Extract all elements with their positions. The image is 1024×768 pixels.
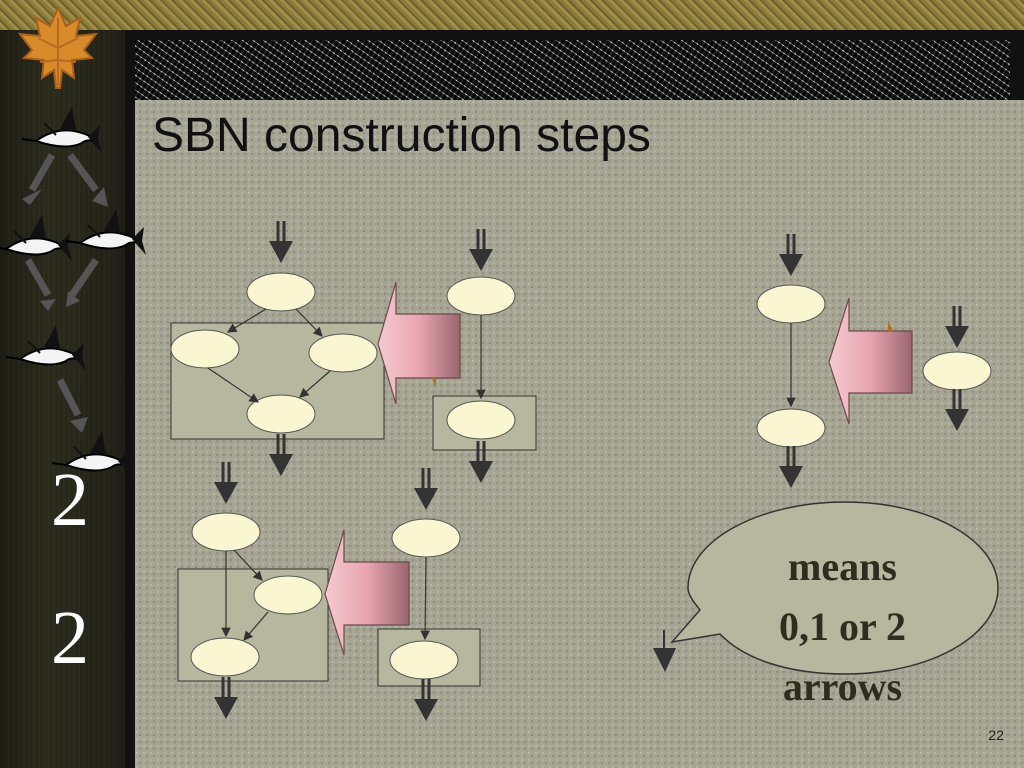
output-double-arrow (267, 432, 295, 478)
bottom-left-group (177, 460, 329, 721)
note-line: arrows (782, 664, 903, 709)
output-double-arrow (212, 675, 240, 721)
page-title: SBN construction steps (152, 109, 651, 162)
node (446, 400, 516, 440)
speech-bubble-text: means 0,1 or 2 arrows (745, 537, 940, 717)
node (756, 408, 826, 448)
merge-arrow-top (377, 281, 461, 405)
top-left-group (170, 219, 385, 478)
edge (243, 611, 269, 641)
node (191, 512, 261, 552)
node (253, 575, 323, 615)
node (170, 329, 240, 369)
output-double-arrow (777, 444, 805, 490)
edge (295, 308, 323, 337)
bottom-middle-group (377, 466, 481, 723)
node (190, 637, 260, 677)
edge (226, 308, 267, 333)
input-double-arrow (267, 219, 295, 265)
merge-arrow-bottom (324, 529, 410, 656)
input-double-arrow (943, 304, 971, 350)
node (446, 276, 516, 316)
node (922, 351, 992, 391)
right-group (756, 232, 992, 490)
edge (207, 367, 259, 403)
single-arrow-icon (653, 648, 676, 672)
input-double-arrow (777, 232, 805, 278)
node (246, 272, 316, 312)
side-number-bottom: 2 (51, 596, 89, 680)
node (391, 518, 461, 558)
note-line: 0,1 or 2 (778, 604, 907, 649)
output-double-arrow (943, 387, 971, 433)
input-double-arrow (412, 466, 440, 512)
input-double-arrow (467, 227, 495, 273)
edge (233, 549, 263, 581)
merge-arrow-right (828, 297, 913, 425)
edge (420, 556, 430, 641)
node (756, 284, 826, 324)
title-pattern-overlay (135, 40, 1010, 100)
node (308, 333, 378, 373)
top-middle-group (432, 227, 537, 485)
input-double-arrow (212, 460, 240, 506)
speech-bubble (670, 501, 999, 675)
maple-leaf-icon (17, 5, 99, 89)
edge (299, 370, 331, 398)
sidebar-fish-tree (0, 106, 147, 478)
node (389, 640, 459, 680)
page-number: 22 (988, 727, 1004, 743)
node (246, 394, 316, 434)
side-number-top: 2 (51, 458, 89, 542)
left-sidebar (0, 30, 125, 768)
sidebar-texture (8, 30, 118, 768)
top-decorative-bar (0, 0, 1024, 30)
note-line: means (788, 544, 897, 589)
